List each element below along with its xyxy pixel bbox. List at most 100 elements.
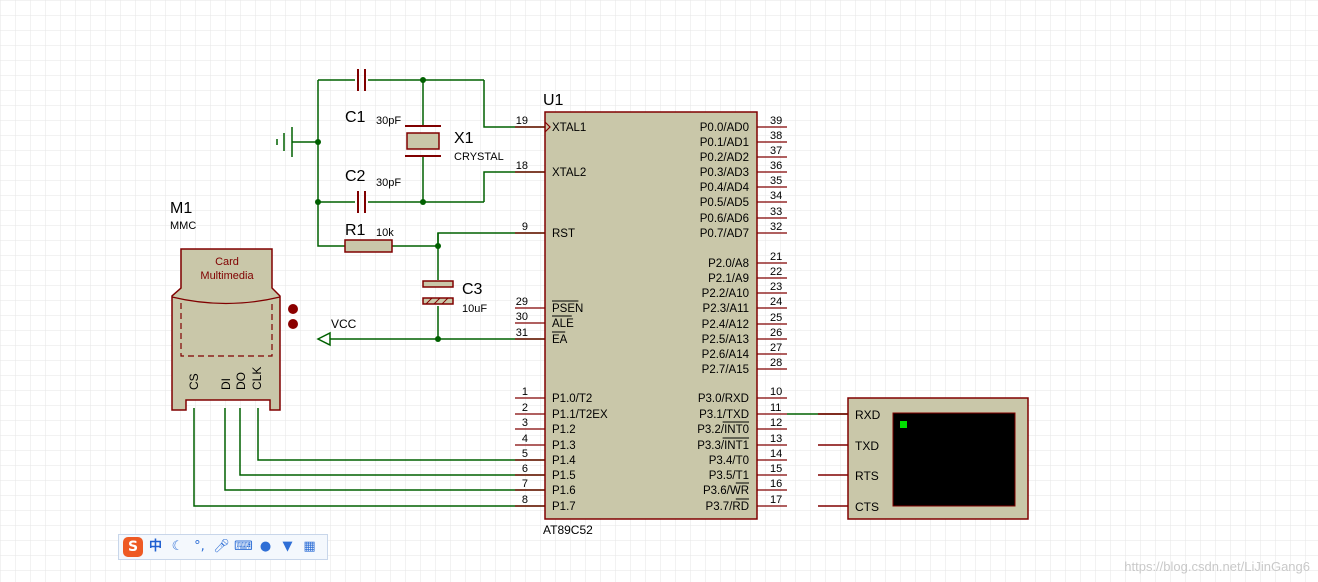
u1-pin-number: 32 xyxy=(770,221,782,233)
r1-ref-label: R1 xyxy=(345,222,366,239)
u1-pin-number: 21 xyxy=(770,251,782,263)
capacitor-c2[interactable]: C2 30pF xyxy=(345,168,401,213)
u1-pin-p1-5[interactable]: 6P1.5 xyxy=(515,463,576,482)
user-icon[interactable]: ● xyxy=(259,539,272,554)
chinese-mode-button[interactable]: 中 xyxy=(148,539,162,554)
u1-pin-number: 24 xyxy=(770,296,782,308)
u1-pin-p1-1-t2ex[interactable]: 2P1.1/T2EX xyxy=(515,402,608,421)
microphone-icon[interactable]: 🎤︎ xyxy=(213,539,230,554)
u1-pin-number: 2 xyxy=(522,402,528,414)
u1-pin-name: P3.5/T1 xyxy=(709,470,749,482)
u1-pin-p1-6[interactable]: 7P1.6 xyxy=(515,478,576,497)
u1-right-pins: 39P0.0/AD038P0.1/AD137P0.2/AD236P0.3/AD3… xyxy=(697,115,787,513)
wire-left-vertical xyxy=(317,80,345,247)
ground-symbol[interactable] xyxy=(276,127,293,157)
grid-icon[interactable]: ▦ xyxy=(303,539,316,554)
u1-pin-name: P1.0/T2 xyxy=(552,393,592,405)
u1-pin-name: P2.2/A10 xyxy=(702,288,749,300)
u1-pin-name: P0.0/AD0 xyxy=(700,122,749,134)
m1-ref-label: M1 xyxy=(170,200,192,217)
keyboard-icon[interactable]: ⌨ xyxy=(234,539,253,554)
sogou-logo-icon[interactable]: S xyxy=(123,537,143,557)
clock-pin-marker xyxy=(544,121,551,133)
u1-pin-name: P1.2 xyxy=(552,424,576,436)
moon-icon[interactable]: ☾ xyxy=(171,539,184,554)
ime-toolbar[interactable]: S 中 ☾ °, 🎤︎ ⌨ ● ▼ ▦ xyxy=(118,534,328,560)
m1-body-text-multimedia: Multimedia xyxy=(200,270,254,282)
u1-pin-number: 6 xyxy=(522,463,528,475)
mcu-u1[interactable]: U1 AT89C52 19XTAL118XTAL29RST29PSEN30ALE… xyxy=(515,92,787,537)
virtual-terminal[interactable]: RXD TXD RTS CTS xyxy=(818,397,1029,520)
c1-ref-label: C1 xyxy=(345,109,366,126)
u1-pin-name: P0.3/AD3 xyxy=(700,167,749,179)
u1-pin-number: 4 xyxy=(522,433,528,445)
u1-pin-p1-0-t2[interactable]: 1P1.0/T2 xyxy=(515,386,592,405)
u1-pin-name: XTAL1 xyxy=(552,122,586,134)
u1-pin-name: P2.1/A9 xyxy=(708,273,749,285)
mmc-indicator-top xyxy=(288,304,298,314)
vcc-terminal[interactable]: VCC xyxy=(316,317,357,347)
x1-value-label: CRYSTAL xyxy=(454,151,504,163)
u1-pin-name: ALE xyxy=(552,318,574,330)
u1-pin-name: P1.3 xyxy=(552,440,576,452)
u1-pin-p1-2[interactable]: 3P1.2 xyxy=(515,417,576,436)
m1-body-text-card: Card xyxy=(215,256,239,268)
u1-pin-name: P3.3/INT1 xyxy=(697,440,749,452)
u1-pin-p1-7[interactable]: 8P1.7 xyxy=(515,494,576,513)
u1-pin-name: P3.0/RXD xyxy=(698,393,749,405)
u1-pin-number: 17 xyxy=(770,494,782,506)
m1-pin-cs: CS xyxy=(187,373,201,390)
u1-pin-number: 9 xyxy=(522,221,528,233)
crystal-x1[interactable]: X1 CRYSTAL xyxy=(405,125,504,163)
punctuation-icon[interactable]: °, xyxy=(194,539,205,554)
u1-pin-name: P2.7/A15 xyxy=(702,364,749,376)
terminal-pin-rts: RTS xyxy=(855,469,879,483)
u1-pin-name: P1.4 xyxy=(552,455,576,467)
u1-pin-p1-3[interactable]: 4P1.3 xyxy=(515,433,576,452)
u1-pin-number: 12 xyxy=(770,417,782,429)
resistor-r1[interactable]: R1 10k xyxy=(344,222,394,253)
mmc-card-m1[interactable]: M1 MMC Card Multimedia CS DI DO CLK xyxy=(170,200,298,411)
u1-pin-name: P0.5/AD5 xyxy=(700,197,749,209)
u1-pin-name: P2.3/A11 xyxy=(703,303,749,315)
capacitor-c3[interactable]: C3 10uF xyxy=(422,280,487,315)
terminal-cursor xyxy=(900,421,907,428)
vcc-label: VCC xyxy=(331,317,357,331)
shirt-icon[interactable]: ▼ xyxy=(282,539,293,554)
terminal-pin-cts: CTS xyxy=(855,500,879,514)
u1-pin-p1-4[interactable]: 5P1.4 xyxy=(515,448,576,467)
capacitor-c1[interactable]: C1 30pF xyxy=(345,69,401,127)
u1-pin-name: P2.0/A8 xyxy=(708,258,749,270)
